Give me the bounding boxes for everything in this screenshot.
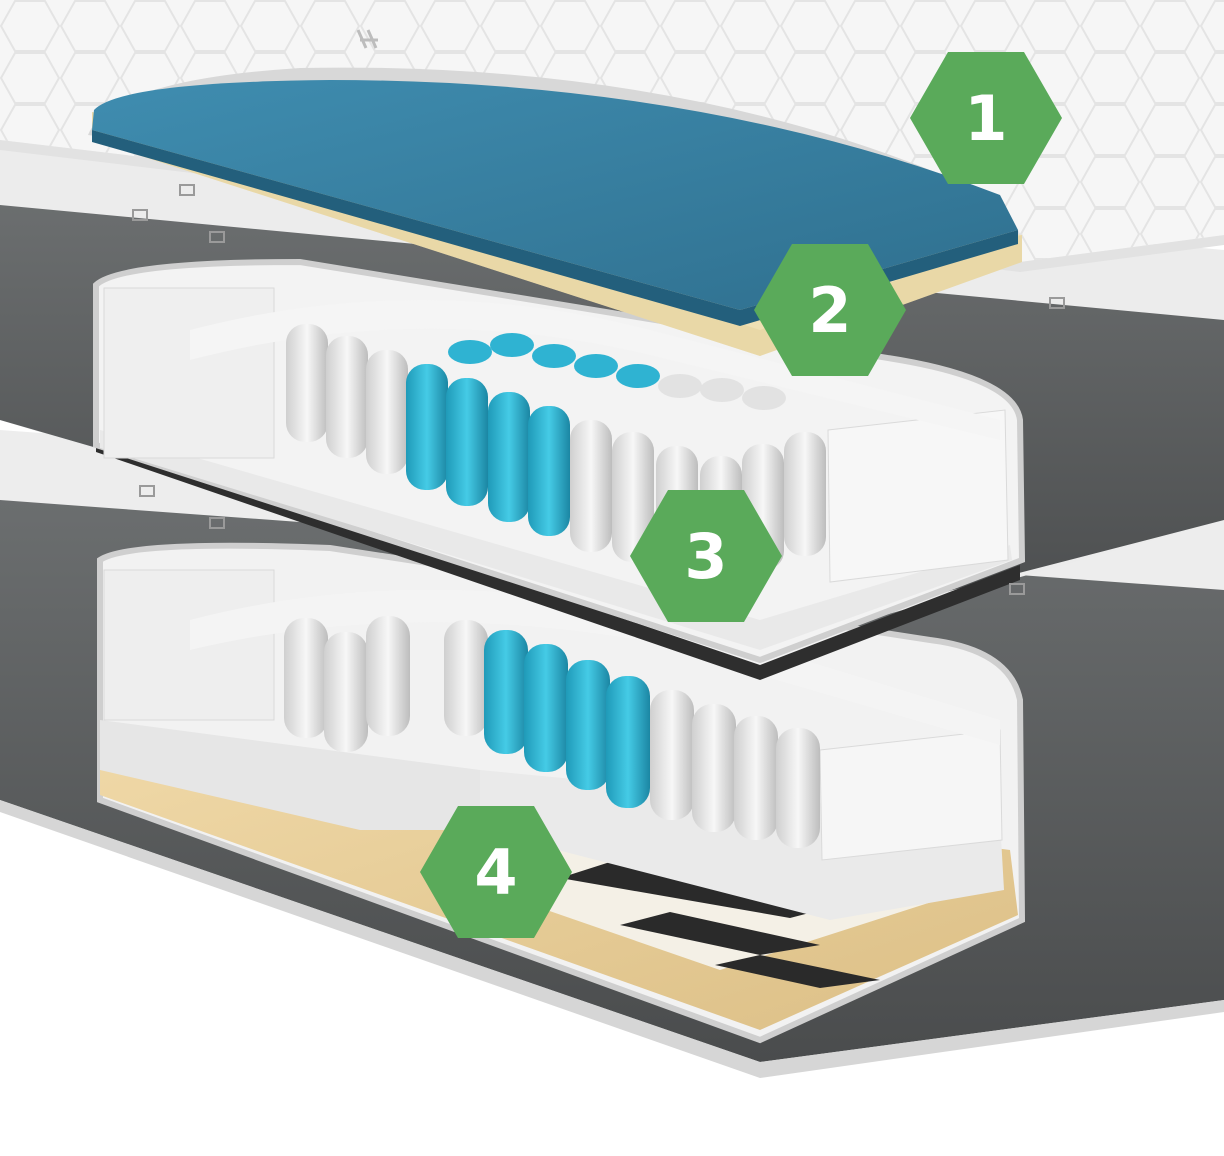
lower-pocket-springs [284,616,820,848]
layer-badge-4: 4 [420,806,572,938]
hexagon-icon [420,806,572,938]
hexagon-icon [910,52,1062,184]
fabric-logos [132,184,1065,595]
hexagon-icon [630,490,782,622]
layer-badge-1: 1 [910,52,1062,184]
badge-number: 2 [808,273,852,347]
badge-number: 3 [684,519,728,593]
layer-badge-3: 3 [630,490,782,622]
hexagon-icon [754,244,906,376]
layer-badge-2: 2 [754,244,906,376]
badge-number: 1 [964,81,1008,155]
badge-number: 4 [474,835,518,909]
